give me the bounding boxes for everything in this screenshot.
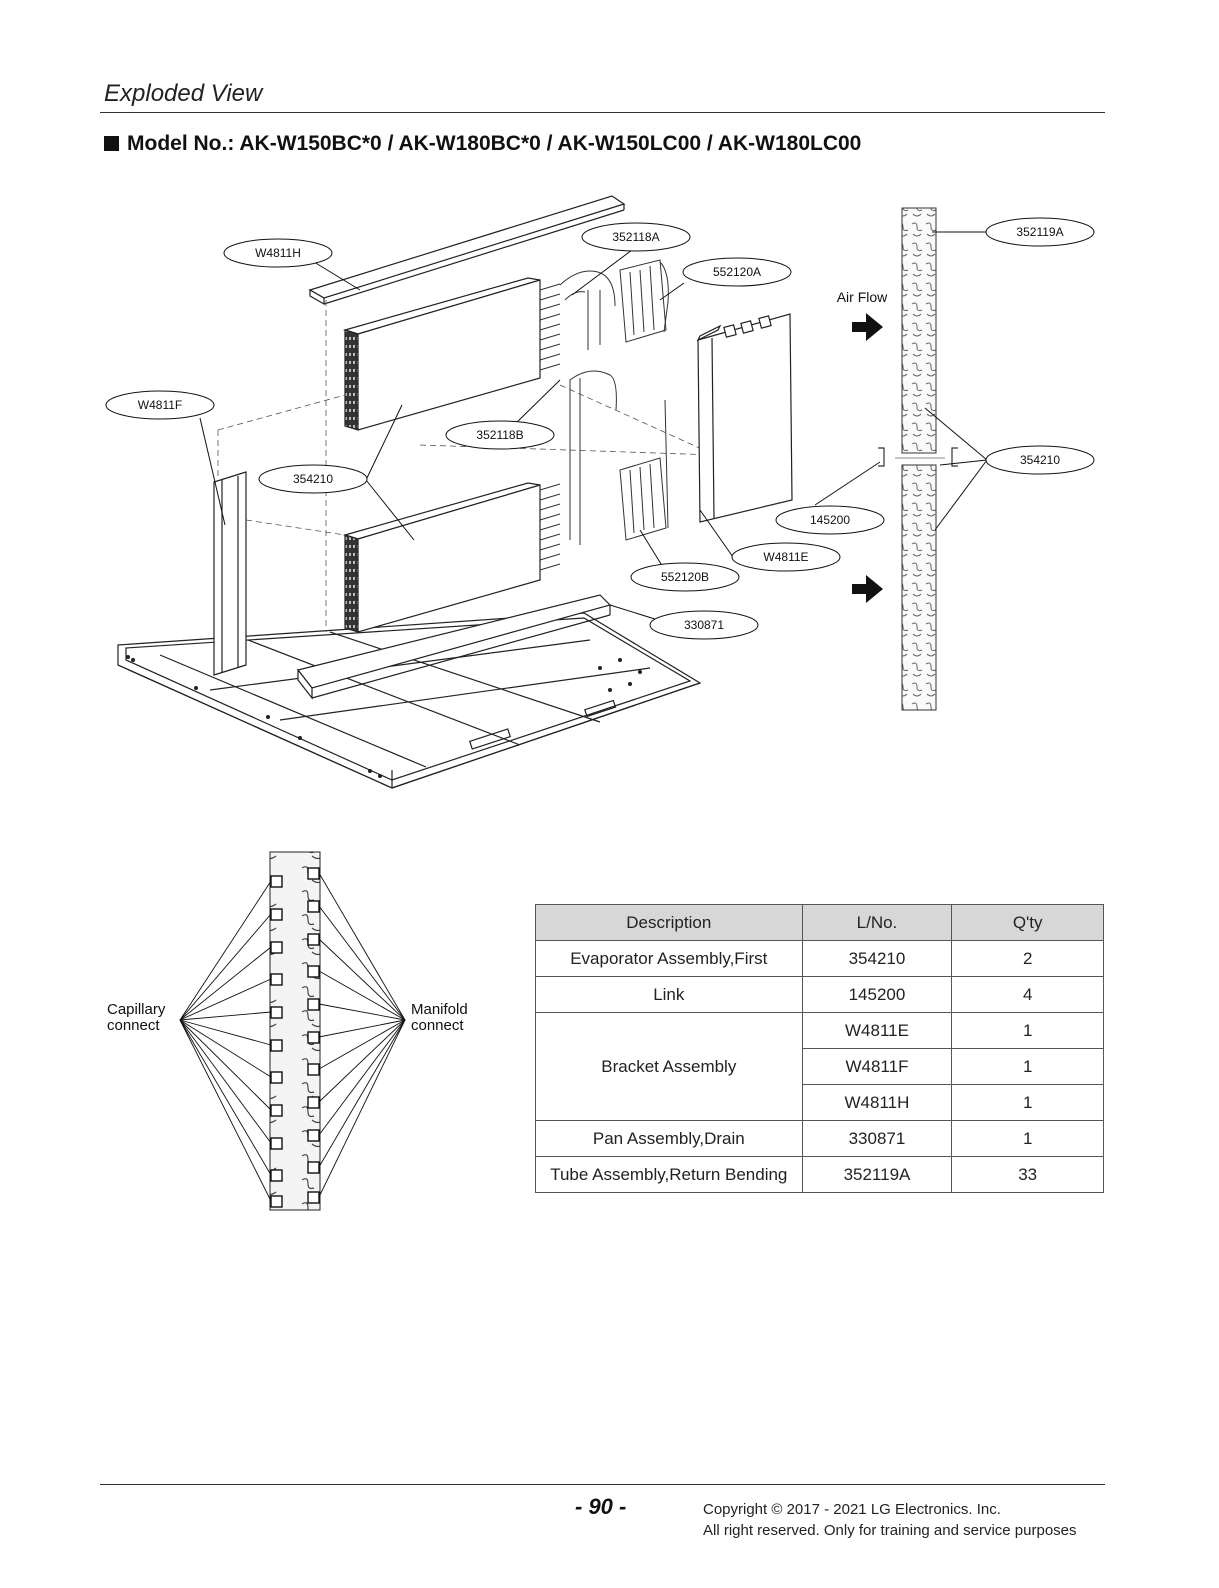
base-frame — [117, 612, 702, 789]
copyright-line-1: Copyright © 2017 - 2021 LG Electronics. … — [703, 1501, 1001, 1518]
callout-352118a: 352118A — [581, 222, 691, 252]
cell-lno: W4811E — [801, 1012, 953, 1049]
callout-w4811e: W4811E — [731, 542, 841, 572]
arrow-right-icon — [852, 575, 883, 603]
callout-354210-left: 354210 — [258, 464, 368, 494]
air-flow-arrows — [852, 313, 883, 603]
cell-qty: 2 — [951, 940, 1104, 977]
cell-lno: W4811F — [801, 1048, 953, 1085]
coil-connection-detail — [179, 851, 406, 1211]
leader-lines — [199, 231, 988, 621]
cell-lno: 352119A — [801, 1156, 953, 1193]
callout-label: 352119A — [1016, 225, 1063, 239]
cell-qty: 1 — [951, 1048, 1104, 1085]
callout-552120a: 552120A — [682, 257, 792, 287]
cell-description: Evaporator Assembly,First — [535, 940, 803, 977]
copyright-line-2: All right reserved. Only for training an… — [703, 1522, 1077, 1539]
callout-label: W4811F — [138, 398, 182, 412]
capillary-lines — [179, 880, 272, 1202]
callout-label: 354210 — [293, 472, 333, 486]
lower-evaporator — [342, 370, 669, 633]
table-row: Tube Assembly,Return Bending 352119A 33 — [535, 1156, 1104, 1193]
square-bullet-icon — [104, 136, 119, 151]
fin-strip-right — [895, 207, 945, 711]
callout-label: 352118B — [476, 428, 523, 442]
callout-354210-right: 354210 — [985, 445, 1095, 475]
table-header-row: Description L/No. Q'ty — [535, 904, 1104, 941]
callout-label: 354210 — [1020, 453, 1060, 467]
callout-label: 552120A — [713, 265, 761, 279]
cell-description: Bracket Assembly — [535, 1012, 803, 1121]
cell-description: Pan Assembly,Drain — [535, 1120, 803, 1157]
callout-w4811h: W4811H — [223, 238, 333, 268]
top-bracket — [308, 195, 626, 306]
callouts: W4811H 352118A 552120A W4811F 352118B 35… — [105, 217, 1095, 640]
callout-330871: 330871 — [649, 610, 759, 640]
column-header-description: Description — [535, 904, 803, 941]
column-header-qty: Q'ty — [951, 904, 1104, 941]
cell-qty: 33 — [951, 1156, 1104, 1193]
cell-lno: 354210 — [801, 940, 953, 977]
callout-145200: 145200 — [775, 505, 885, 535]
table-row: Pan Assembly,Drain 330871 1 — [535, 1120, 1104, 1157]
cell-qty: 4 — [951, 976, 1104, 1013]
callout-label: 552120B — [661, 570, 709, 584]
callout-label: W4811H — [255, 246, 301, 260]
manifold-connect-label: Manifold connect — [411, 1001, 468, 1034]
table-row: Bracket Assembly W4811E 1 — [535, 1012, 1104, 1121]
page-number: - 90 - — [575, 1494, 627, 1519]
cell-qty: 1 — [951, 1084, 1104, 1121]
left-bracket — [213, 471, 247, 676]
footer-divider — [100, 1484, 1105, 1485]
parts-table: Description L/No. Q'ty Evaporator Assemb… — [535, 904, 1104, 1193]
capillary-connect-label: Capillary connect — [107, 1001, 166, 1034]
model-numbers: Model No.: AK-W150BC*0 / AK-W180BC*0 / A… — [127, 132, 862, 155]
table-row: W4811H 1 — [536, 1084, 1104, 1121]
callout-w4811f: W4811F — [105, 390, 215, 420]
right-bracket — [696, 313, 793, 523]
copyright-notice: Copyright © 2017 - 2021 LG Electronics. … — [703, 1499, 1077, 1541]
base-holes — [126, 655, 642, 778]
link-parts — [878, 447, 958, 467]
table-row: Evaporator Assembly,First 354210 2 — [535, 940, 1104, 977]
arrow-right-icon — [852, 313, 883, 341]
callout-label: 330871 — [684, 618, 724, 632]
cell-qty: 1 — [951, 1012, 1104, 1049]
callout-552120b: 552120B — [630, 562, 740, 592]
header-divider — [100, 112, 1105, 113]
table-row: Link 145200 4 — [535, 976, 1104, 1013]
air-flow-label: Air Flow — [837, 289, 888, 305]
section-title: Exploded View — [104, 80, 263, 107]
callout-label: W4811E — [763, 550, 808, 564]
cell-description: Link — [535, 976, 803, 1013]
cell-qty: 1 — [951, 1120, 1104, 1157]
callout-352119a: 352119A — [985, 217, 1095, 247]
column-header-lno: L/No. — [801, 904, 953, 941]
model-heading: Model No.: AK-W150BC*0 / AK-W180BC*0 / A… — [104, 132, 861, 156]
manifold-lines — [318, 872, 406, 1198]
tube-ends — [270, 867, 320, 1208]
table-row: W4811F 1 — [536, 1048, 1104, 1085]
cell-lno: 330871 — [801, 1120, 953, 1157]
cell-lno: 145200 — [801, 976, 953, 1013]
callout-label: 145200 — [810, 513, 850, 527]
drain-pan — [296, 594, 612, 700]
callout-label: 352118A — [612, 230, 659, 244]
upper-evaporator — [342, 259, 669, 431]
callout-352118b: 352118B — [445, 420, 555, 450]
cell-description: Tube Assembly,Return Bending — [535, 1156, 803, 1193]
cell-lno: W4811H — [801, 1084, 953, 1121]
